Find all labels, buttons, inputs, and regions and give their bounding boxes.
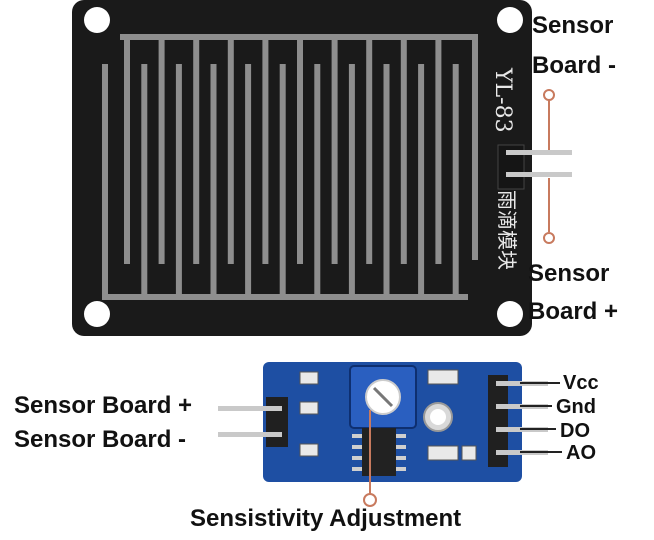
trace-segment [400,34,407,264]
module-input-pin-minus [218,432,282,437]
trace-segment [210,64,217,300]
trace-segment [452,64,459,300]
trace-segment [262,34,269,264]
chip-legs [352,434,406,471]
trace-segment [141,64,148,300]
label-pin-do: DO [560,420,590,442]
trace-segment [227,34,234,264]
trace-segment [102,64,108,300]
label-module-input-minus: Sensor Board - [14,426,187,453]
trace-segment [314,64,321,300]
label-module-input-plus: Sensor Board + [14,392,193,419]
chip-leg [396,434,406,438]
smd-component [299,443,319,457]
board-pin-minus [506,150,572,155]
board-chinese-label: 雨滴模块 [495,190,519,270]
board-pin-plus [506,172,572,177]
leader-dot [363,493,377,507]
interdigitated-traces [102,34,478,300]
smd-component [299,371,319,385]
trace-segment [435,34,442,264]
trace-segment [472,34,478,260]
trace-segment [124,34,130,264]
smd-component [427,445,459,461]
board-leaders [543,89,555,244]
label-pin-vcc: Vcc [563,372,599,394]
label-sensor-board-plus-line2: Board + [528,298,619,325]
trace-segment [418,64,425,300]
label-sensor-board-minus-line2: Board - [532,52,616,79]
label-sensor-board-minus-line1: Sensor [532,12,614,39]
board-model-label: YL-83 [490,67,515,133]
smd-component [461,445,477,461]
pin-leaders [520,382,562,453]
mounting-hole-icon [84,301,110,327]
chip-leg [396,467,406,471]
mounting-hole-icon [497,301,523,327]
trace-segment [331,34,338,264]
chip-leg [396,456,406,460]
smd-component [427,369,459,385]
comparator-module [218,362,548,482]
trace-segment [383,64,390,300]
sensor-board: YL-83 雨滴模块 [72,0,572,336]
trace-segment [158,34,165,264]
module-input-pin-plus [218,406,282,411]
chip-leg [352,456,362,460]
chip-leg [352,467,362,471]
leader-dot [543,89,555,101]
chip-leg [396,445,406,449]
label-pin-gnd: Gnd [556,396,596,418]
trace-segment [175,64,182,300]
pot-slot [372,386,394,408]
chip-leg [352,445,362,449]
trace-segment [245,64,252,300]
trace-segment [193,34,200,264]
trace-segment [297,34,303,264]
leader-dot [543,232,555,244]
label-pin-ao: AO [566,442,596,464]
comparator-chip [362,428,396,476]
adjustment-leader [363,410,377,507]
module-output-header [488,375,508,467]
smd-component [299,401,319,415]
mounting-hole-center [430,409,446,425]
trace-segment [348,64,355,300]
mounting-hole-icon [497,7,523,33]
module-input-header [266,397,288,447]
chip-leg [352,434,362,438]
trace-segment [279,64,286,300]
trace-segment [366,34,373,264]
mounting-hole-icon [84,7,110,33]
label-sensitivity-adjustment: Sensistivity Adjustment [190,505,462,532]
label-sensor-board-plus-line1: Sensor [528,260,610,287]
